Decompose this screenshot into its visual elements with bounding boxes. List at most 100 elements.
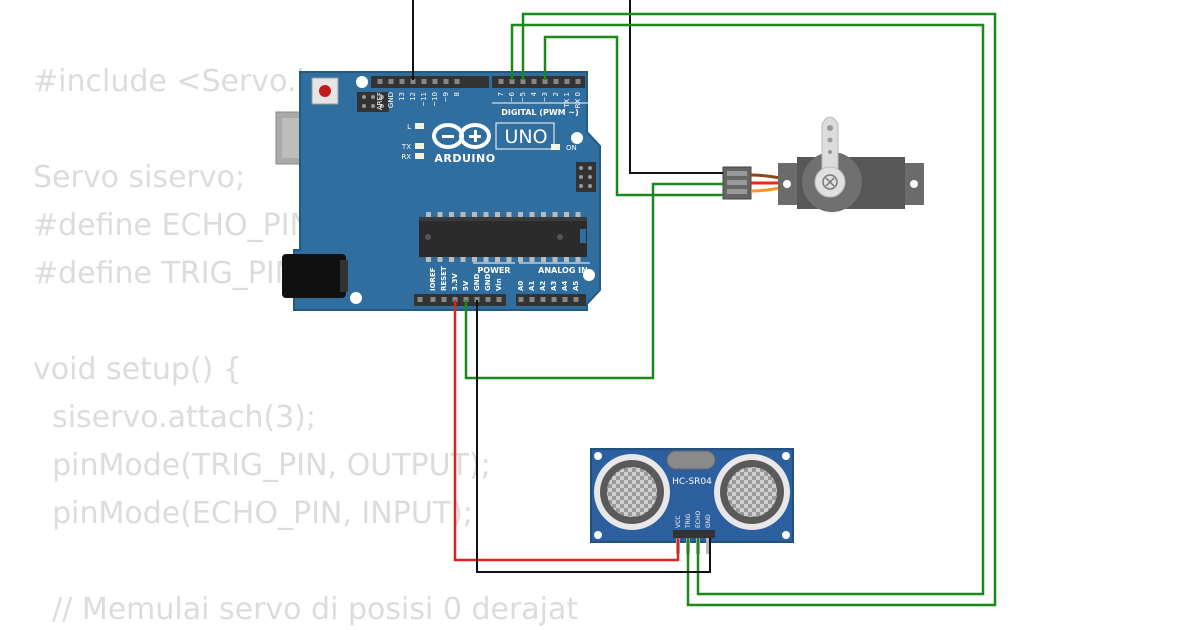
- pin-socket[interactable]: [553, 79, 559, 84]
- top-pin-label: ~3: [541, 92, 549, 102]
- pin-socket[interactable]: [410, 79, 416, 84]
- pin-socket[interactable]: [542, 79, 548, 84]
- pin-socket[interactable]: [463, 297, 469, 302]
- servo-horn-hole: [827, 125, 833, 131]
- pin-socket[interactable]: [443, 79, 449, 84]
- pin-socket[interactable]: [575, 79, 581, 84]
- pin-socket[interactable]: [564, 79, 570, 84]
- bottom-pin-label: A1: [528, 281, 536, 291]
- sensor-pin-label: ECHO: [695, 511, 702, 528]
- pin-socket[interactable]: [388, 79, 394, 84]
- wire-sensor-gnd[interactable]: [476, 300, 711, 573]
- chip-leg: [518, 257, 523, 262]
- pin-socket[interactable]: [399, 79, 405, 84]
- pin-socket[interactable]: [562, 297, 568, 302]
- top-pin-label: RX 0: [574, 92, 582, 108]
- wire-echo[interactable]: [510, 23, 985, 596]
- reset-button-cap: [319, 85, 331, 97]
- pin-socket[interactable]: [454, 79, 460, 84]
- code-line: void setup() {: [33, 352, 242, 387]
- chip-leg: [518, 212, 523, 217]
- power-header-label: POWER: [477, 266, 510, 275]
- wire-servo-power[interactable]: [464, 182, 723, 380]
- wire-servo-gnd[interactable]: [629, 0, 723, 174]
- top-pin-label: 13: [398, 92, 406, 101]
- atmega-chip: [419, 217, 587, 257]
- top-header-right: [492, 76, 585, 88]
- pin-socket[interactable]: [452, 297, 458, 302]
- wire-trig[interactable]: [521, 12, 997, 607]
- mounting-hole: [583, 269, 595, 281]
- code-line: pinMode(TRIG_PIN, OUTPUT);: [33, 448, 491, 483]
- led-tx: [415, 143, 424, 149]
- sensor-mount-hole: [594, 531, 602, 539]
- led-on: [551, 144, 560, 150]
- led-rx: [415, 153, 424, 159]
- pin-socket[interactable]: [551, 297, 557, 302]
- power-jack-rim: [340, 260, 348, 292]
- code-line: #define ECHO_PIN: [33, 208, 312, 243]
- chip-leg: [449, 212, 454, 217]
- bottom-pin-label: A3: [550, 281, 558, 291]
- pin-socket[interactable]: [417, 297, 423, 302]
- chip-leg: [472, 212, 477, 217]
- wire-vcc[interactable]: [453, 300, 680, 562]
- chip-leg: [564, 257, 569, 262]
- chip-leg: [495, 257, 500, 262]
- bottom-pin-label: GND: [484, 273, 492, 291]
- pin-socket[interactable]: [421, 79, 427, 84]
- pin-socket[interactable]: [485, 297, 491, 302]
- servo-connector-pin: [727, 189, 747, 194]
- chip-leg: [575, 257, 581, 262]
- mounting-hole: [571, 132, 583, 144]
- bottom-sockets: [417, 297, 579, 302]
- led-l-label: L: [407, 123, 411, 131]
- pin-socket[interactable]: [518, 297, 524, 302]
- chip-leg: [460, 212, 466, 217]
- servo-horn[interactable]: [821, 116, 839, 177]
- pin-socket[interactable]: [474, 297, 480, 302]
- top-pin-label: 2: [552, 92, 560, 96]
- top-pin-label: 12: [409, 92, 417, 101]
- transducer-left: [594, 454, 670, 530]
- pin-socket[interactable]: [573, 297, 579, 302]
- sensor-crystal: [666, 450, 716, 470]
- pin-socket[interactable]: [430, 297, 436, 302]
- arduino-brand-label: ARDUINO: [434, 152, 495, 165]
- pin-socket[interactable]: [441, 297, 447, 302]
- pin-socket[interactable]: [540, 297, 546, 302]
- bottom-pin-label: 3.3V: [451, 273, 459, 291]
- top-pin-label: ~9: [442, 92, 450, 102]
- chip-leg: [449, 257, 454, 262]
- chip-leg: [437, 257, 443, 262]
- chip-leg: [529, 257, 535, 262]
- led-tx-label: TX: [401, 143, 411, 151]
- bottom-pin-label: A5: [572, 281, 580, 291]
- servo-horn-hole: [827, 137, 833, 143]
- pin-socket[interactable]: [529, 297, 535, 302]
- top-pin-label: 8: [453, 92, 461, 96]
- top-pin-label: ~10: [431, 92, 439, 107]
- arduino-logo-icon: [432, 123, 491, 149]
- sensor-model-label: HC-SR04: [672, 477, 712, 487]
- pin-socket[interactable]: [496, 297, 502, 302]
- pin-socket[interactable]: [520, 79, 526, 84]
- chip-leg: [495, 212, 500, 217]
- bottom-pin-label: A2: [539, 281, 547, 291]
- pin-socket[interactable]: [498, 79, 504, 84]
- pin-socket[interactable]: [377, 79, 383, 84]
- servo-motor[interactable]: [722, 116, 924, 212]
- servo-mount-hole: [783, 180, 791, 188]
- chip-leg: [426, 257, 431, 262]
- pin-socket[interactable]: [509, 79, 515, 84]
- led-on-label: ON: [566, 144, 577, 152]
- pin-socket[interactable]: [531, 79, 537, 84]
- chip-leg: [472, 257, 477, 262]
- bottom-pin-label: RESET: [440, 266, 448, 291]
- pin-socket[interactable]: [432, 79, 438, 84]
